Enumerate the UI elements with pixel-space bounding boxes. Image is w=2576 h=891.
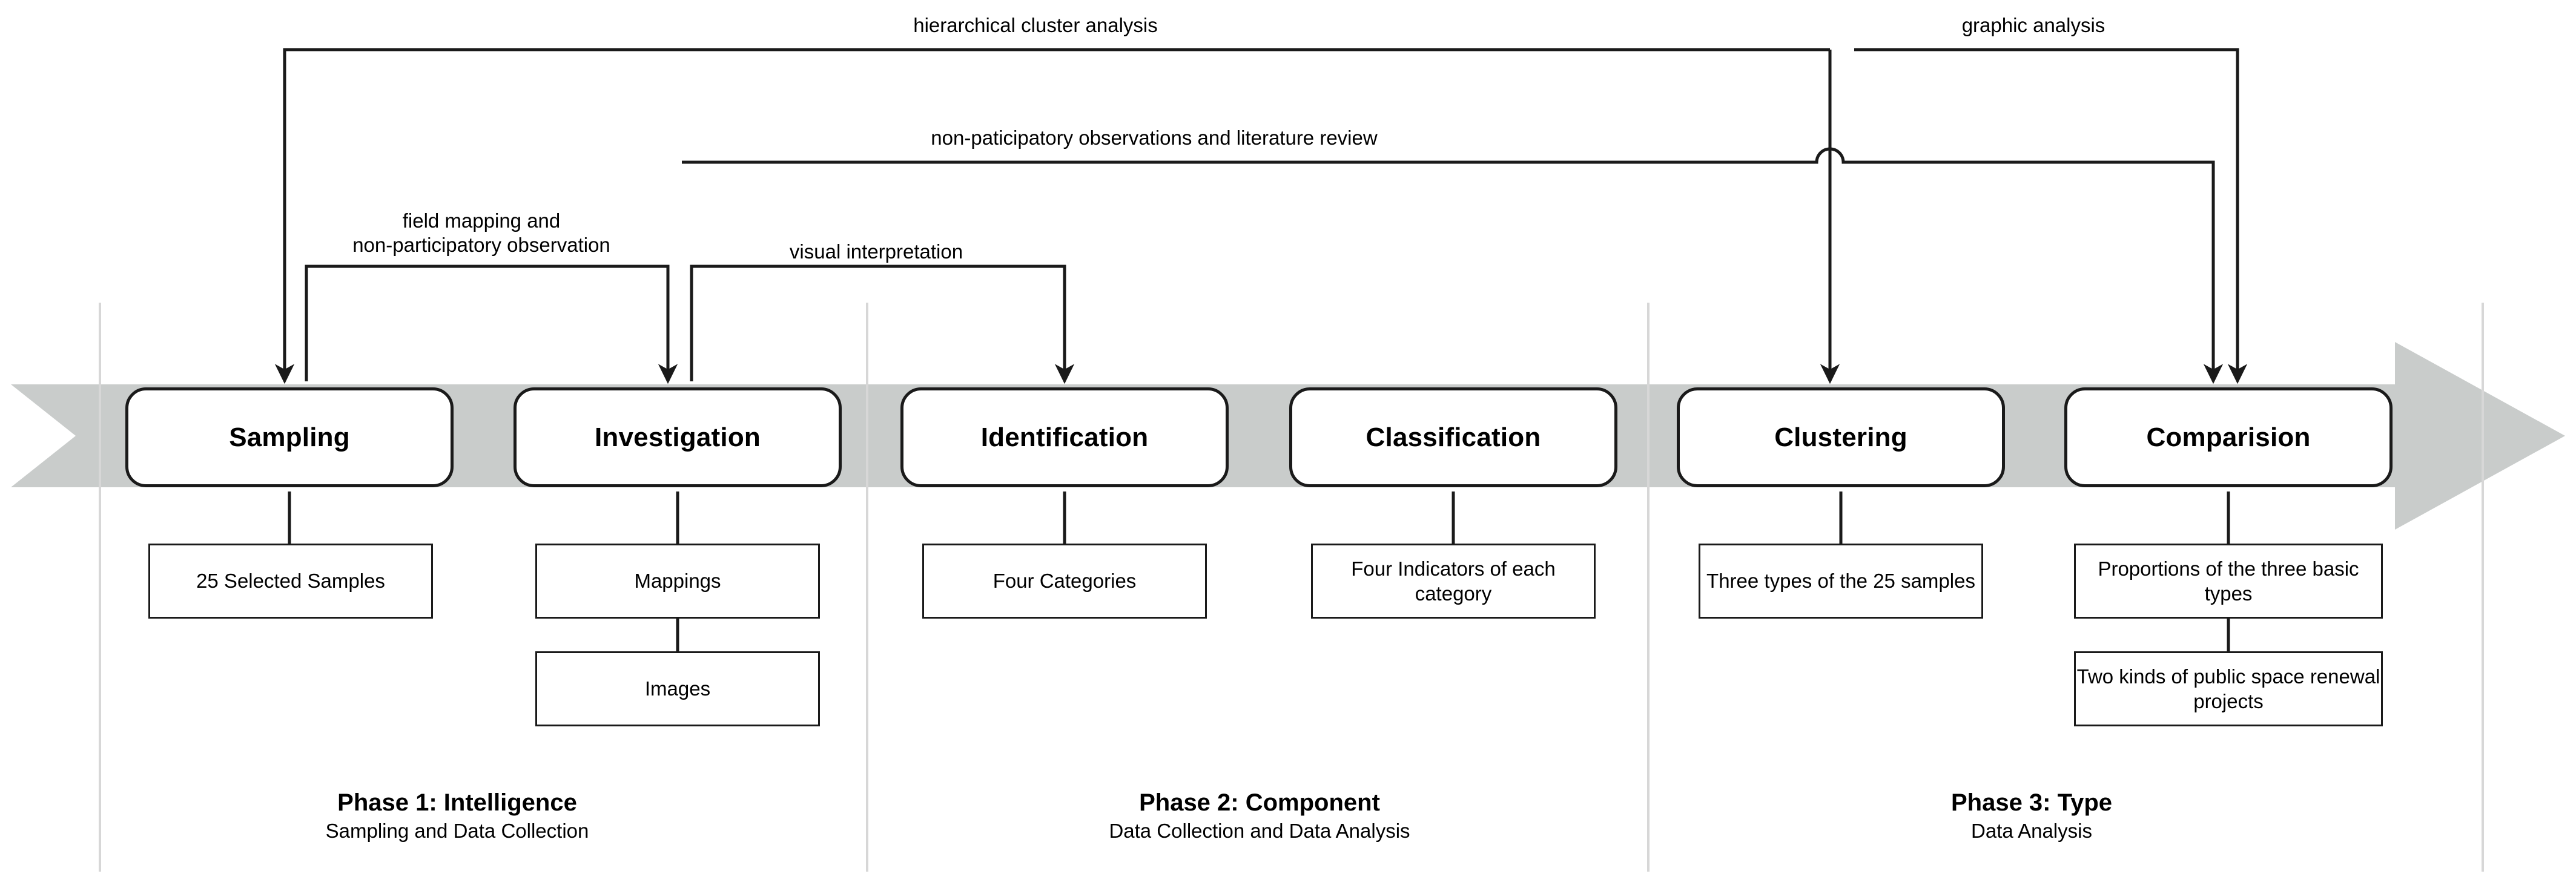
phase-3-subtitle: Data Analysis — [1971, 820, 2092, 842]
edge-label-visual-interpretation: visual interpretation — [789, 240, 963, 263]
phase-1-title: Phase 1: Intelligence — [337, 789, 577, 816]
node-identification-label: Identification — [980, 422, 1149, 452]
edge-graphic-analysis — [1854, 48, 2248, 384]
output-box-two-kinds[interactable]: Two kinds of public space renewal projec… — [2074, 651, 2383, 726]
output-box-mappings[interactable]: Mappings — [535, 544, 820, 619]
output-box-images[interactable]: Images — [535, 651, 820, 726]
phase-1-subtitle: Sampling and Data Collection — [325, 820, 589, 842]
phase-caption-3: Phase 3: Type Data Analysis — [1759, 787, 2304, 844]
output-label: Two kinds of public space renewal projec… — [2076, 665, 2380, 712]
edge-label-non-participatory-literature-review: non-paticipatory observations and litera… — [931, 127, 1378, 149]
node-identification[interactable]: Identification — [900, 387, 1229, 487]
edge-label-graphic-analysis: graphic analysis — [1961, 14, 2105, 36]
output-label: Proportions of the three basic types — [2098, 557, 2359, 605]
output-label: Four Categories — [992, 570, 1137, 593]
edge-label-field-mapping: field mapping and non-participatory obse… — [352, 209, 610, 257]
node-sampling-label: Sampling — [229, 422, 350, 452]
output-label: Four Indicators of each category — [1351, 557, 1556, 605]
output-box-25-selected-samples[interactable]: 25 Selected Samples — [148, 544, 433, 619]
phase-caption-1: Phase 1: Intelligence Sampling and Data … — [185, 787, 730, 844]
node-comparision[interactable]: Comparision — [2064, 387, 2393, 487]
node-clustering-label: Clustering — [1774, 422, 1907, 452]
node-classification[interactable]: Classification — [1289, 387, 1617, 487]
phase-3-title: Phase 3: Type — [1950, 789, 2113, 816]
output-label: Three types of the 25 samples — [1706, 570, 1975, 593]
phase-2-title: Phase 2: Component — [1139, 789, 1380, 816]
output-box-three-types[interactable]: Three types of the 25 samples — [1699, 544, 1983, 619]
output-box-proportions[interactable]: Proportions of the three basic types — [2074, 544, 2383, 619]
node-comparision-label: Comparision — [2146, 422, 2311, 452]
output-box-four-categories[interactable]: Four Categories — [922, 544, 1207, 619]
node-clustering[interactable]: Clustering — [1677, 387, 2005, 487]
edge-hierarchical-cluster-analysis — [274, 48, 1830, 384]
node-sampling[interactable]: Sampling — [125, 387, 454, 487]
phase-2-subtitle: Data Collection and Data Analysis — [1109, 820, 1410, 842]
output-label: Mappings — [634, 570, 721, 593]
edge-visual-interpretation — [690, 265, 1075, 384]
node-investigation[interactable]: Investigation — [514, 387, 842, 487]
node-classification-label: Classification — [1366, 422, 1541, 452]
output-label: 25 Selected Samples — [196, 570, 385, 593]
phase-dividers — [99, 303, 2484, 872]
output-box-four-indicators[interactable]: Four Indicators of each category — [1311, 544, 1596, 619]
edge-label-hierarchical-cluster-analysis: hierarchical cluster analysis — [913, 14, 1158, 36]
edge-field-mapping — [305, 265, 678, 384]
output-label: Images — [644, 677, 711, 700]
phase-caption-2: Phase 2: Component Data Collection and D… — [926, 787, 1593, 844]
node-investigation-label: Investigation — [595, 422, 761, 452]
